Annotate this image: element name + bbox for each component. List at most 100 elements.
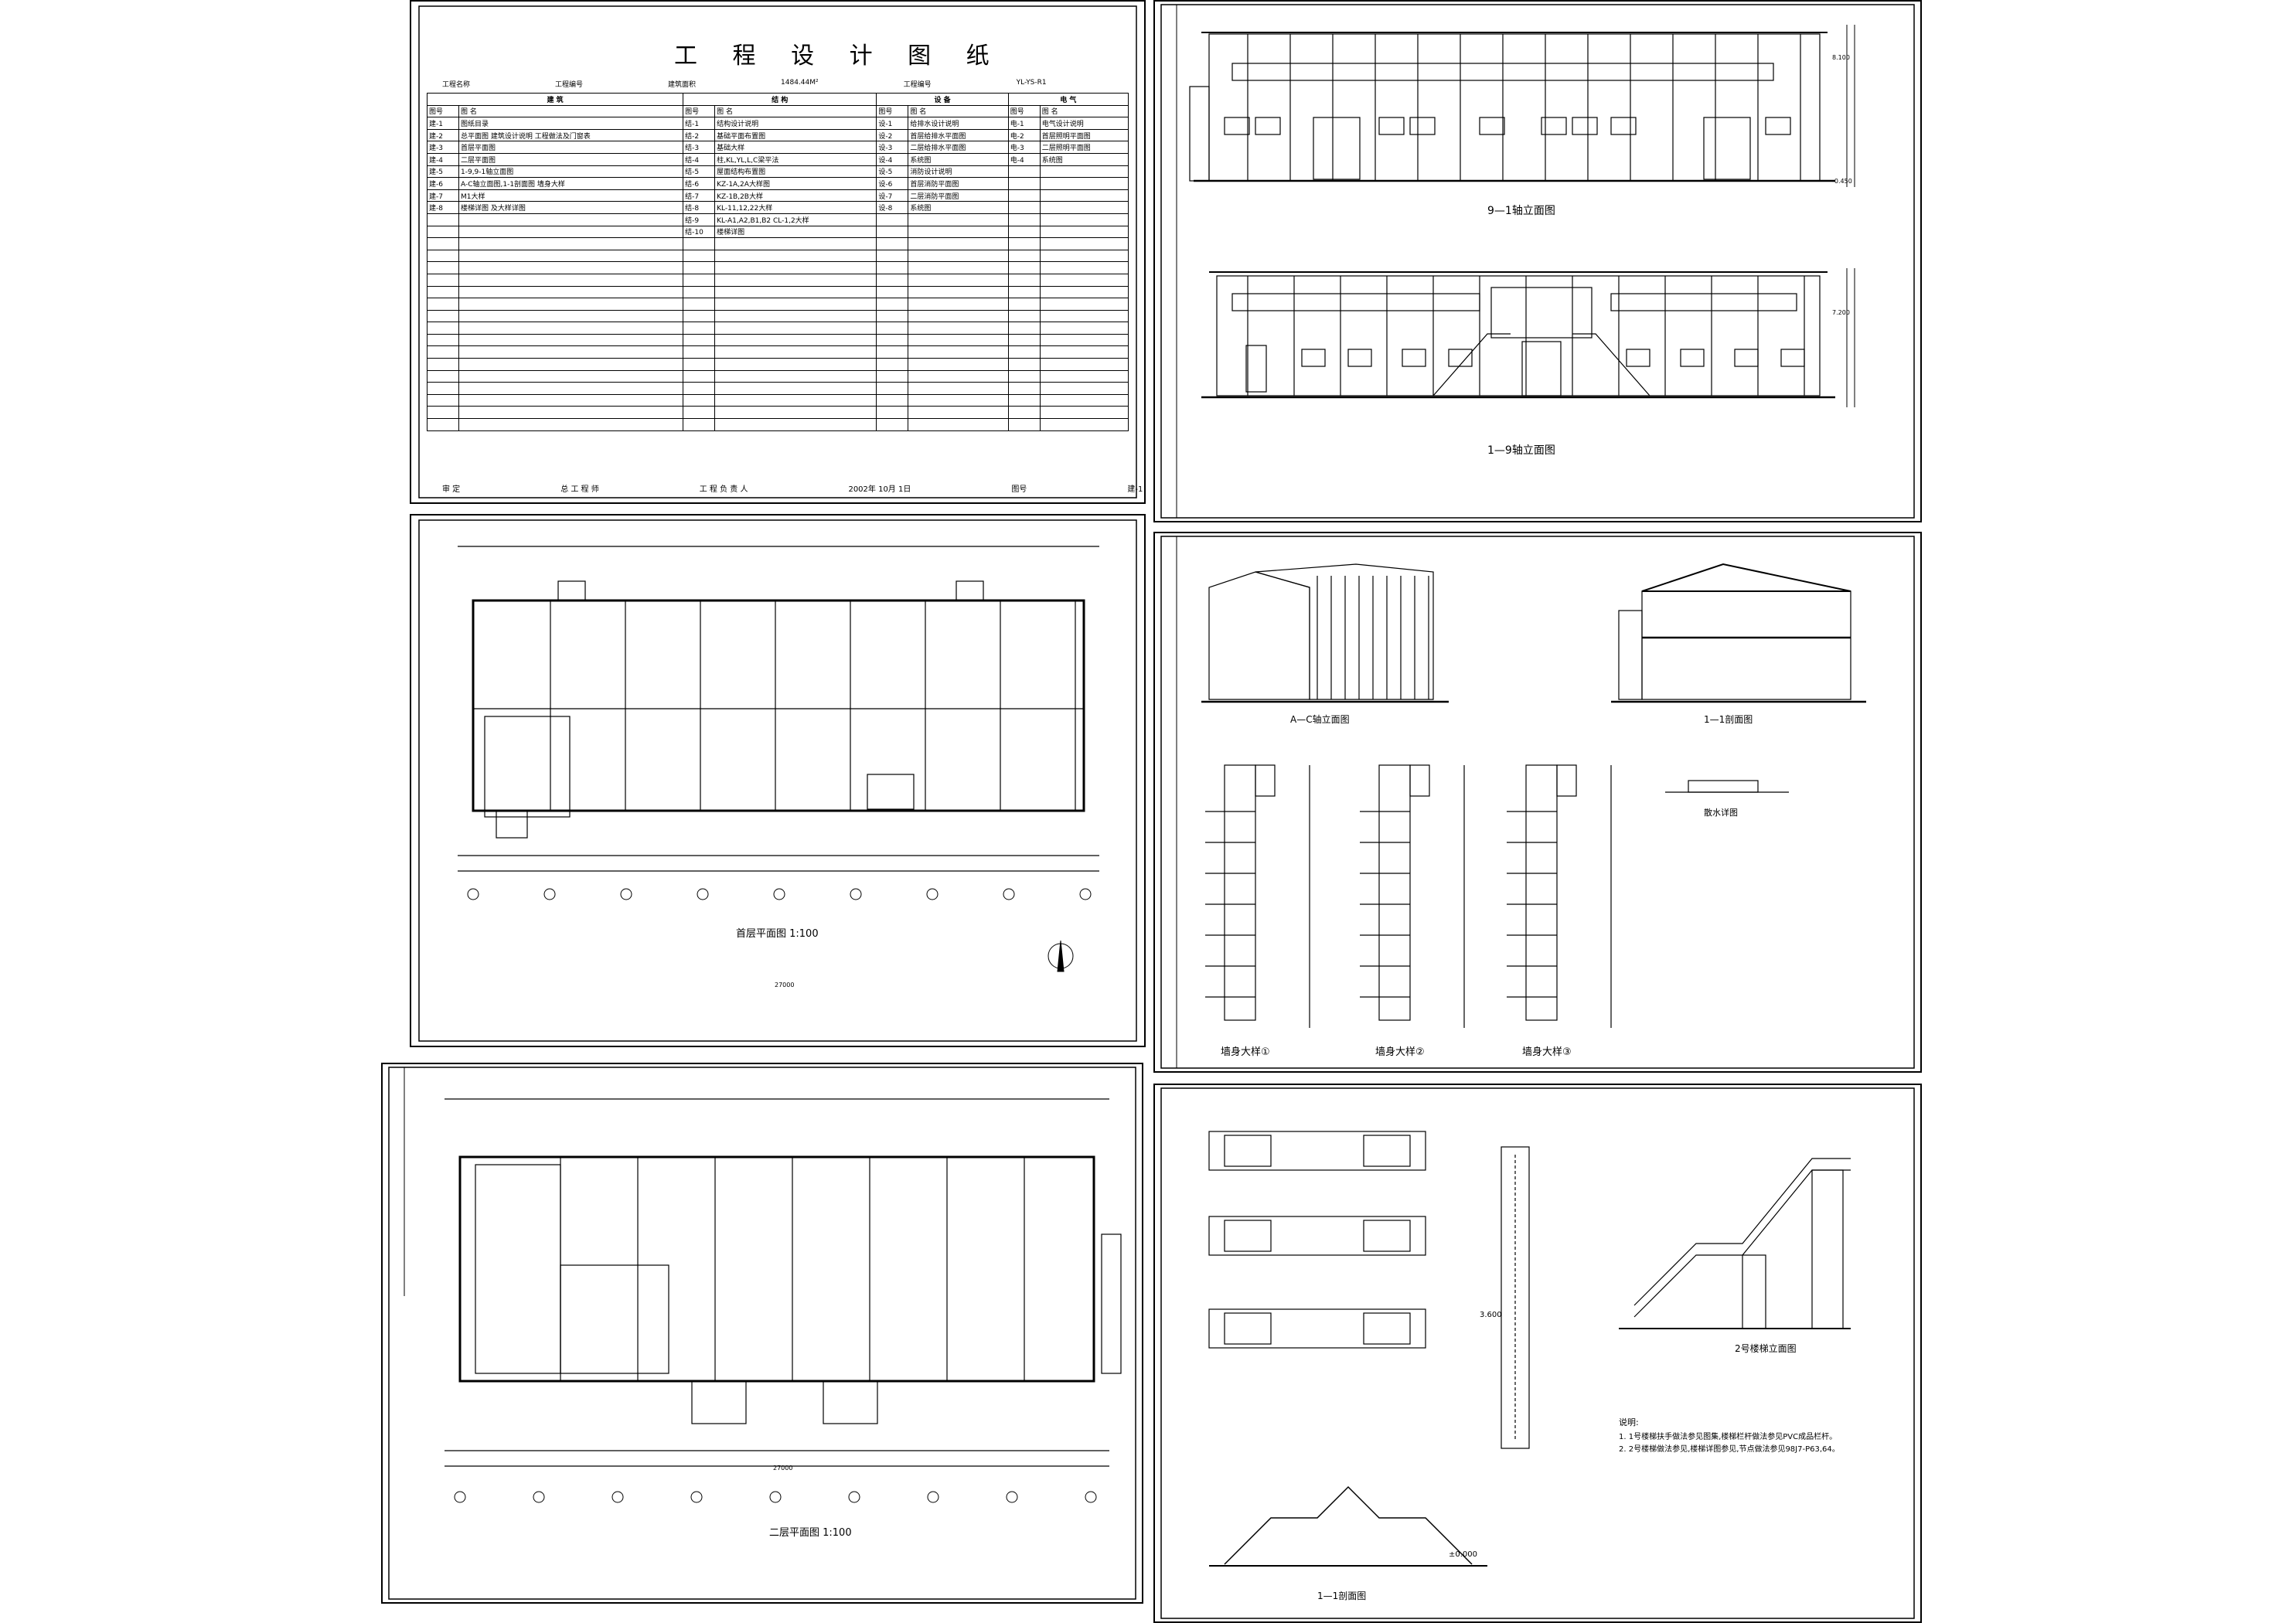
index-cell: [1007, 165, 1041, 179]
index-cell: [458, 273, 684, 287]
index-cell: [427, 237, 459, 250]
index-cell: [427, 225, 459, 239]
index-cell: [714, 333, 877, 347]
index-cell: [876, 249, 909, 263]
col-head: 图号: [427, 104, 459, 118]
index-cell: 建-2: [427, 128, 459, 142]
index-cell: A-C轴立面图,1-1剖面图 墙身大样: [458, 177, 684, 190]
index-cell: [683, 285, 716, 299]
index-footer: 审 定 总 工 程 师 工 程 负 责 人 2002年 10月 1日 图号 建-…: [442, 482, 1143, 494]
notes-title: 说明:: [1619, 1417, 1639, 1427]
index-cell: [458, 418, 684, 431]
meta-1: 工程编号: [555, 81, 584, 89]
discipline-0: 建 筑: [426, 93, 684, 106]
label-stair-section: 1—1剖面图: [1317, 1591, 1366, 1601]
index-cell: [1007, 225, 1041, 239]
index-cell: 结-5: [683, 165, 716, 179]
index-cell: [458, 382, 684, 395]
index-cell: 首层给排水平面图: [908, 128, 1009, 142]
level-b: 7.200: [1832, 309, 1850, 316]
index-cell: [908, 309, 1009, 323]
index-cell: [908, 358, 1009, 371]
note-2: 2. 2号楼梯做法参见,楼梯详图参见,节点做法参见98J7-P63,64。: [1619, 1444, 1840, 1454]
col-head: 图号: [683, 104, 716, 118]
index-cell: [1007, 285, 1041, 299]
index-cell: [1039, 201, 1129, 214]
index-cell: 设-5: [876, 165, 909, 179]
index-cell: 图纸目录: [458, 117, 684, 130]
index-cell: [876, 309, 909, 323]
label-section-11: 1—1剖面图: [1704, 714, 1753, 725]
index-cell: [876, 261, 909, 274]
index-cell: [1039, 273, 1129, 287]
index-cell: 首层平面图: [458, 141, 684, 154]
elevations-sheet: 9—1轴立面图 1—9轴立面图: [1153, 0, 1922, 522]
dim-total-2: 27000: [773, 1465, 793, 1472]
window: [1409, 117, 1436, 135]
index-cell: [1039, 309, 1129, 323]
label-wall-3: 墙身大样③: [1522, 1046, 1572, 1058]
index-cell: 设-6: [876, 177, 909, 190]
index-cell: 建-1: [427, 117, 459, 130]
index-cell: [908, 333, 1009, 347]
index-cell: 结-2: [683, 128, 716, 142]
index-cell: [714, 285, 877, 299]
plan-2-sheet: 二层平面图 1:100: [381, 1063, 1143, 1604]
index-cell: [908, 285, 1009, 299]
index-cell: [458, 358, 684, 371]
index-cell: 二层给排水平面图: [908, 141, 1009, 154]
index-cell: 电气设计说明: [1039, 117, 1129, 130]
level-2: 3.600: [1480, 1311, 1502, 1319]
index-cell: [458, 213, 684, 226]
index-cell: 系统图: [908, 201, 1009, 214]
index-cell: [683, 322, 716, 335]
index-cell: KL-11,12,22大样: [714, 201, 877, 214]
index-cell: [1039, 406, 1129, 420]
window: [1255, 117, 1281, 135]
index-cell: [714, 418, 877, 431]
index-cell: [458, 406, 684, 420]
index-cell: 柱,KL,YL,L,C梁平法: [714, 152, 877, 166]
index-cell: 1-9,9-1轴立面图: [458, 165, 684, 179]
index-cell: [683, 309, 716, 323]
index-cell: [427, 261, 459, 274]
col-head: 图 名: [458, 104, 684, 118]
index-cell: [1039, 225, 1129, 239]
label-elev-ac: A—C轴立面图: [1290, 713, 1350, 725]
window: [1224, 117, 1250, 135]
note-1: 1. 1号楼梯扶手做法参见图集,楼梯栏杆做法参见PVC成品栏杆。: [1619, 1431, 1837, 1441]
level-1: ±0.000: [1449, 1550, 1477, 1559]
index-cell: [1007, 309, 1041, 323]
north-arrow-icon: [1048, 940, 1074, 972]
index-cell: 首层消防平面图: [908, 177, 1009, 190]
index-cell: [876, 358, 909, 371]
index-cell: 系统图: [1039, 152, 1129, 166]
index-cell: [714, 249, 877, 263]
index-cell: [458, 333, 684, 347]
index-cell: [1039, 189, 1129, 202]
index-cell: 楼梯详图: [714, 225, 877, 239]
index-cell: [427, 309, 459, 323]
index-frame: [418, 5, 1137, 498]
index-cell: [1007, 201, 1041, 214]
index-cell: [1007, 249, 1041, 263]
index-cell: [714, 358, 877, 371]
index-cell: 结-10: [683, 225, 716, 239]
index-cell: [683, 261, 716, 274]
index-cell: [714, 369, 877, 383]
index-cell: [1039, 249, 1129, 263]
index-cell: [908, 369, 1009, 383]
index-cell: [876, 298, 909, 311]
index-title: 工 程 设 计 图 纸: [674, 43, 1003, 70]
index-cell: [908, 322, 1009, 335]
index-cell: [458, 261, 684, 274]
index-cell: [427, 249, 459, 263]
index-cell: [427, 418, 459, 431]
index-cell: [876, 273, 909, 287]
index-cell: [427, 298, 459, 311]
index-cell: [427, 273, 459, 287]
index-cell: [1007, 382, 1041, 395]
index-cell: [1039, 369, 1129, 383]
index-cell: [1007, 369, 1041, 383]
discipline-3: 电 气: [1007, 93, 1129, 106]
